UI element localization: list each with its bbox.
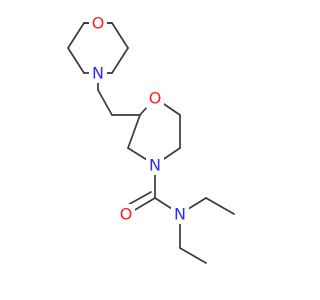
bond — [205, 197, 235, 215]
atom-nitrogen-ring: N — [149, 156, 161, 175]
bond — [179, 247, 207, 264]
atom-bg — [89, 63, 107, 83]
atom-bg — [89, 13, 107, 33]
bond — [97, 89, 113, 116]
bond — [67, 47, 85, 74]
atom-oxygen-carbonyl: O — [120, 205, 133, 224]
molecule-structure-diagram: O N O N O N — [67, 13, 235, 264]
atom-nitrogen-top: N — [92, 64, 104, 83]
atom-bg — [146, 88, 164, 108]
atom-nitrogen-amide: N — [174, 205, 186, 224]
atom-oxygen-ring: O — [149, 89, 162, 108]
bond — [67, 22, 85, 49]
bond — [111, 22, 129, 49]
molecule-svg: O N O N O N — [67, 13, 235, 264]
bond — [125, 191, 152, 207]
atom-bg — [117, 204, 135, 224]
bond — [127, 114, 141, 149]
atom-bg — [146, 155, 164, 175]
bond — [111, 47, 129, 74]
atom-bg — [171, 204, 189, 224]
atom-oxygen-top: O — [92, 14, 105, 33]
